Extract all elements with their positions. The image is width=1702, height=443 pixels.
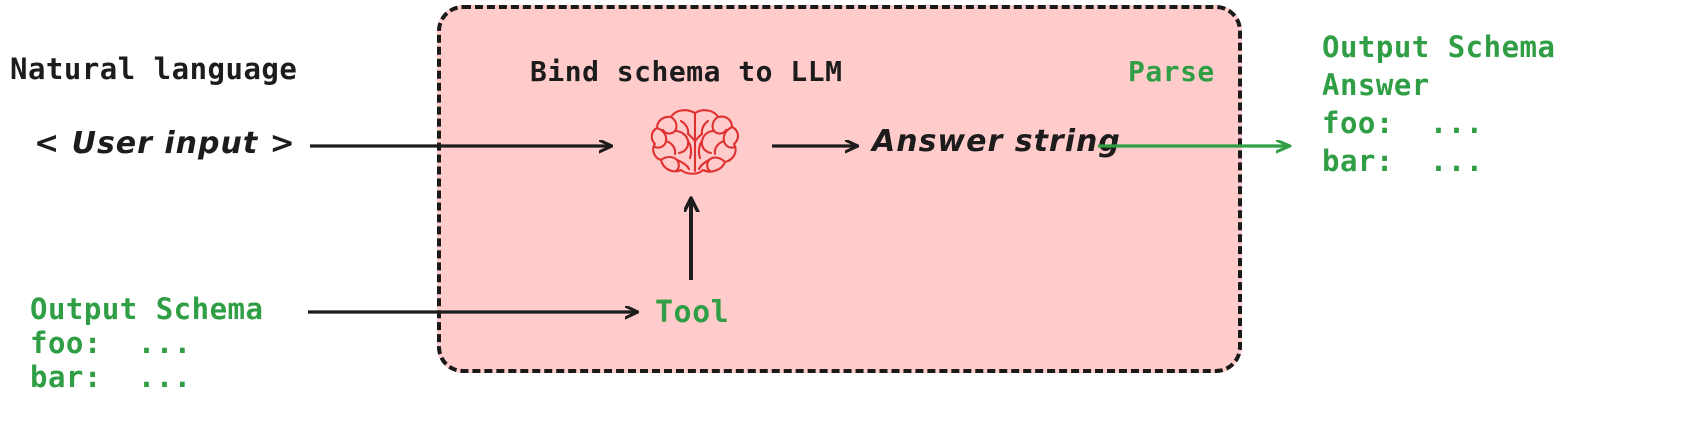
output-schema-block: Output Schema Answer foo: ... bar: ... xyxy=(1322,28,1555,180)
answer-string-label: Answer string xyxy=(872,124,1121,159)
natural-language-heading: Natural language xyxy=(10,52,298,86)
output-schema-title: Output Schema xyxy=(1322,30,1556,64)
output-schema-answer: Answer xyxy=(1322,68,1430,102)
input-schema-foo: foo: ... xyxy=(30,326,192,360)
output-schema-foo: foo: ... xyxy=(1322,106,1484,140)
output-schema-bar: bar: ... xyxy=(1322,144,1484,178)
brain-icon xyxy=(648,107,742,177)
bind-schema-title: Bind schema to LLM xyxy=(530,55,843,88)
parse-label: Parse xyxy=(1128,55,1215,88)
input-output-schema-block: Output Schema foo: ... bar: ... xyxy=(30,292,263,394)
tool-label: Tool xyxy=(655,295,730,330)
input-schema-bar: bar: ... xyxy=(30,360,192,394)
user-input-placeholder: < User input > xyxy=(34,126,296,161)
input-schema-title: Output Schema xyxy=(30,292,264,326)
